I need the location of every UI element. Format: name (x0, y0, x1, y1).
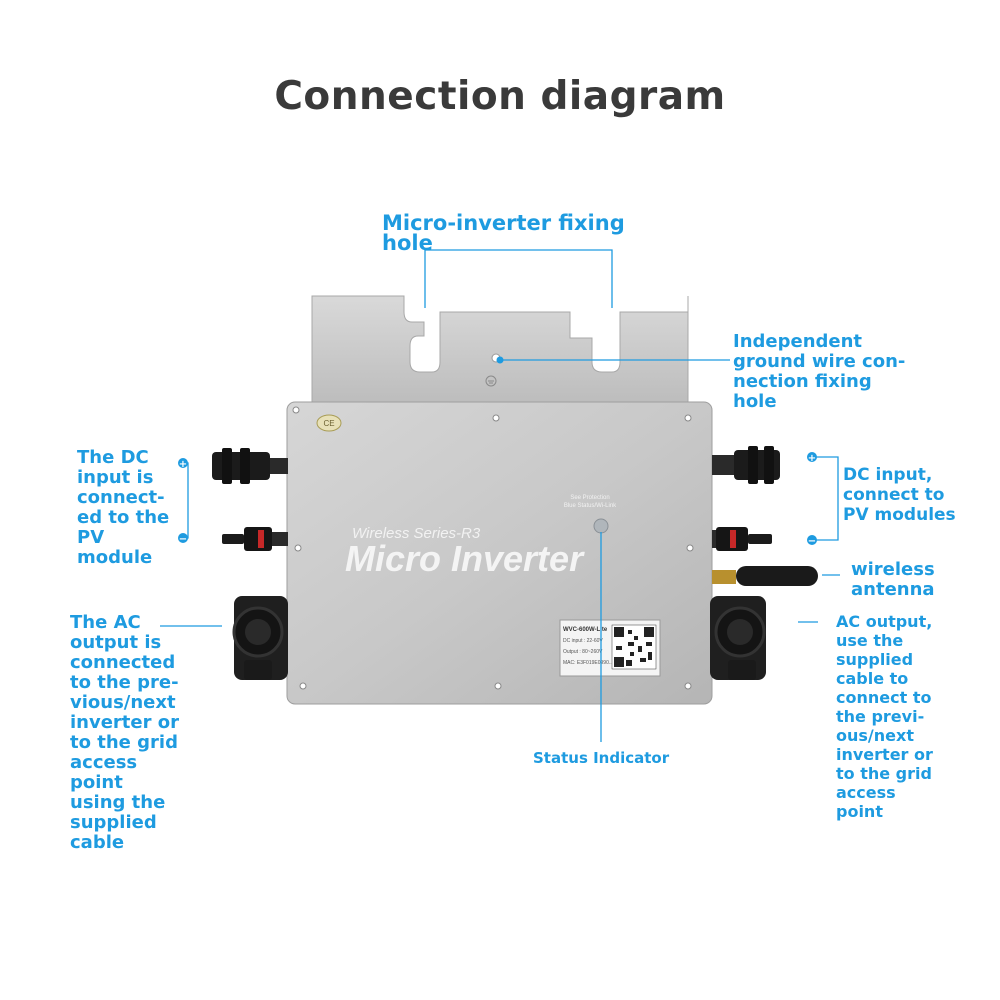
status-led (593, 518, 609, 534)
label-wireless-antenna: wireless antenna (851, 559, 935, 600)
label-ground-hole: Independent ground wire con- nection fix… (733, 331, 906, 412)
ground-symbol-icon (485, 375, 497, 387)
nameplate-output: Output : 80~260V (563, 649, 603, 655)
plus-symbol-left: + (179, 459, 187, 470)
minus-symbol-right: − (808, 536, 816, 547)
nameplate-mac: MAC: E3F019E0990... (563, 660, 613, 666)
ac-connector-right (710, 596, 766, 680)
minus-marker-left: − (178, 533, 188, 545)
nameplate: WVC-600W-Lite DC input : 22-60V Output :… (559, 619, 661, 677)
series-text: Wireless Series-R3 (352, 525, 481, 542)
label-dc-input-right: DC input, connect to PV modules (843, 465, 956, 525)
callout-dc-right (812, 456, 839, 541)
callout-fixing-hole (424, 249, 613, 308)
status-caption-2: Blue Status/Wi-Link (564, 503, 617, 509)
qr-code (611, 624, 657, 670)
label-ac-output-right: AC output, use the supplied cable to con… (836, 612, 933, 821)
nameplate-model: WVC-600W-Lite (563, 627, 608, 633)
dc-connector-right-positive (712, 446, 780, 484)
dc-connector-left-positive (212, 448, 288, 484)
ce-badge: CE (316, 414, 342, 432)
ground-hole-dot (496, 356, 504, 364)
plus-marker-right: + (807, 452, 817, 464)
wireless-antenna (712, 566, 818, 586)
ce-badge-text: CE (323, 419, 334, 428)
status-caption-1: See Protection (570, 495, 609, 501)
plus-marker-left: + (178, 458, 188, 470)
minus-marker-right: − (807, 535, 817, 547)
nameplate-dc-input: DC input : 22-60V (563, 638, 603, 644)
label-dc-input-left: The DC input is connect- ed to the PV mo… (77, 447, 170, 568)
minus-symbol-left: − (179, 534, 187, 545)
dc-connector-left-negative (222, 527, 288, 551)
dc-connector-right-negative (712, 527, 772, 551)
plus-symbol-right: + (808, 453, 816, 464)
label-status-indicator: Status Indicator (533, 749, 670, 767)
ac-connector-left (232, 596, 288, 680)
mounting-plate (311, 295, 689, 403)
label-fixing-hole: Micro-inverter fixing hole (382, 211, 625, 255)
product-name-text: Micro Inverter (345, 538, 585, 579)
diagram-title: Connection diagram (274, 74, 726, 119)
label-ac-output-left: The AC output is connected to the pre- v… (70, 612, 180, 853)
